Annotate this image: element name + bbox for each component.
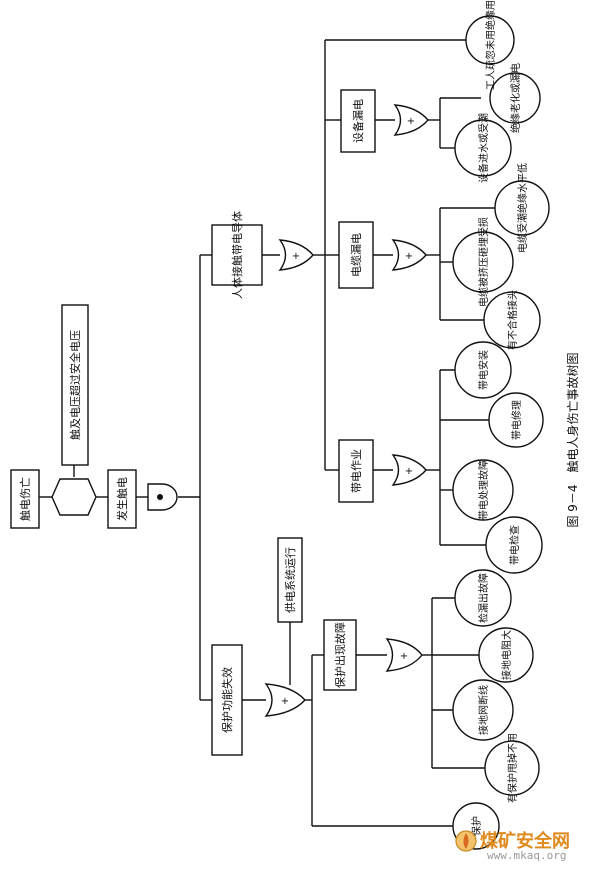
or-gate-equipment-leak: + [393, 104, 429, 136]
condition-hexagon [51, 478, 97, 516]
protection-failure-label: 保护功能失效 [220, 667, 234, 733]
leaf-ground-resistance-label: 接地电阻大 [500, 630, 513, 680]
labels: 触电伤亡 触及电压超过安全电压 发生触电 保护功能失效 供电系统运行 保护出现故… [18, 0, 580, 836]
and-gate [147, 483, 178, 511]
power-running-label: 供电系统运行 [283, 547, 297, 613]
leaf-no-insulation-tools-label: 工人疏忽未用绝缘用具 [484, 0, 497, 90]
or-gate-protection-fault: + [385, 638, 423, 672]
leaf-equipment-water-label: 设备进水或受潮 [477, 113, 490, 183]
watermark: 煤矿安全网 www.mkaq.org [455, 830, 570, 862]
leaf-disabled-protection-label: 有保护甩掉不用 [506, 733, 519, 803]
svg-text:+: + [407, 116, 415, 127]
watermark-brand: 煤矿安全网 [480, 830, 570, 852]
svg-text:+: + [405, 251, 413, 262]
body-contact-label: 人体接触带电导体 [230, 211, 244, 299]
event-boxes [10, 89, 376, 756]
leaf-bad-joint-label: 有不合格接头 [506, 290, 519, 350]
or-gate-live-work: + [391, 454, 427, 486]
basic-event-circles [452, 15, 550, 850]
protection-fault-label: 保护出现故障 [333, 622, 347, 688]
leaf-ground-broken-label: 接地网断线 [477, 685, 490, 735]
live-work-label: 带电作业 [350, 449, 363, 493]
leaf-leak-check-fault-label: 检漏出故障 [477, 573, 490, 623]
svg-text:+: + [405, 466, 413, 477]
leaf-cable-insulation-low-label: 电缆受潮绝缘水平低 [516, 163, 529, 253]
cable-leak-label: 电缆漏电 [350, 233, 363, 277]
connector-lines [39, 39, 497, 827]
watermark-url: www.mkaq.org [487, 849, 566, 862]
svg-text:+: + [400, 651, 408, 662]
leaf-live-inspection-label: 带电检查 [508, 525, 521, 565]
top-event-label: 触电伤亡 [18, 477, 32, 521]
equipment-leak-label: 设备漏电 [351, 99, 365, 143]
svg-text:+: + [292, 251, 300, 262]
or-gate-body-contact: + [278, 239, 314, 271]
leaf-insulation-aging-label: 绝缘老化或漏电 [509, 63, 522, 133]
leaf-cable-crushed-label: 电缆被挤压砸埋受损 [477, 217, 490, 307]
shock-label: 发生触电 [115, 477, 129, 521]
condition-label: 触及电压超过安全电压 [68, 330, 82, 440]
leaf-live-fault-handling-label: 带电处理故障 [477, 460, 490, 520]
leaf-live-install-label: 带电安装 [477, 350, 490, 390]
leaf-live-repair-label: 带电修理 [510, 400, 523, 440]
figure-caption: 图 9－4 触电人身伤亡事故树图 [565, 352, 580, 527]
flame-logo-icon [455, 830, 477, 852]
leaf-protection-partial-label: 保护 [470, 816, 483, 836]
or-gate-cable-leak: + [391, 239, 427, 271]
svg-text:+: + [281, 696, 289, 707]
or-gate-protection-failure: + [264, 683, 306, 717]
